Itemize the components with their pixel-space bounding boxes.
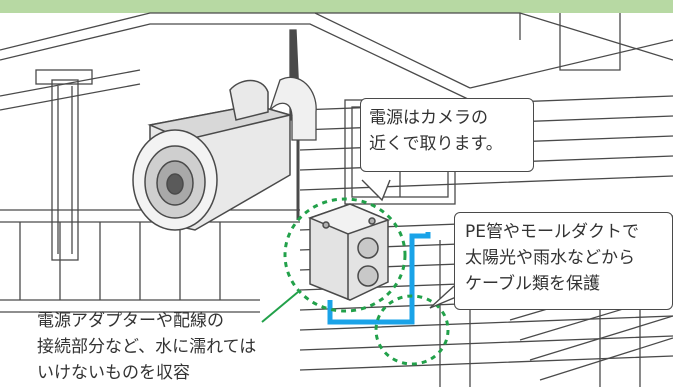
note-line2: 接続部分など、水に濡れては	[37, 337, 257, 357]
security-camera-icon	[132, 79, 293, 231]
house-wall	[559, 13, 621, 71]
callout-pe-line3: ケーブル類を保護	[465, 274, 600, 294]
callout-pointer	[361, 179, 391, 202]
callout-pe-conduit: PE管やモールダクトで 太陽光や雨水などから ケーブル類を保護	[454, 212, 673, 310]
note-line3: いけないものを収容	[37, 363, 190, 383]
pe-conduit	[327, 232, 431, 325]
junction-box-icon	[307, 203, 391, 301]
leader-line	[261, 291, 299, 323]
callout-power-near-camera: 電源はカメラの 近くで取ります。	[360, 98, 534, 172]
porch-column-detail	[57, 86, 73, 254]
porch-railing	[0, 299, 260, 313]
porch-column	[51, 79, 79, 261]
porch-fascia	[0, 83, 141, 111]
callout-power-line2: 近くで取ります。	[369, 134, 503, 154]
roof-line	[469, 39, 673, 89]
roof-line	[0, 12, 471, 89]
callout-power-line1: 電源はカメラの	[369, 108, 488, 128]
enclosure-note: 電源アダプターや配線の 接続部分など、水に濡れては いけないものを収容	[37, 308, 256, 386]
callout-pe-line2: 太陽光や雨水などから	[465, 248, 635, 268]
roof-line	[0, 23, 471, 101]
header-band	[0, 0, 673, 13]
highlight-junction	[283, 197, 407, 313]
porch-railing	[19, 222, 221, 300]
note-line1: 電源アダプターや配線の	[37, 311, 224, 331]
porch-fascia	[0, 69, 141, 97]
porch-column	[35, 69, 93, 85]
callout-pe-line1: PE管やモールダクトで	[465, 222, 639, 242]
highlight-conduit-bend	[374, 294, 450, 366]
camera-mount	[269, 76, 317, 141]
